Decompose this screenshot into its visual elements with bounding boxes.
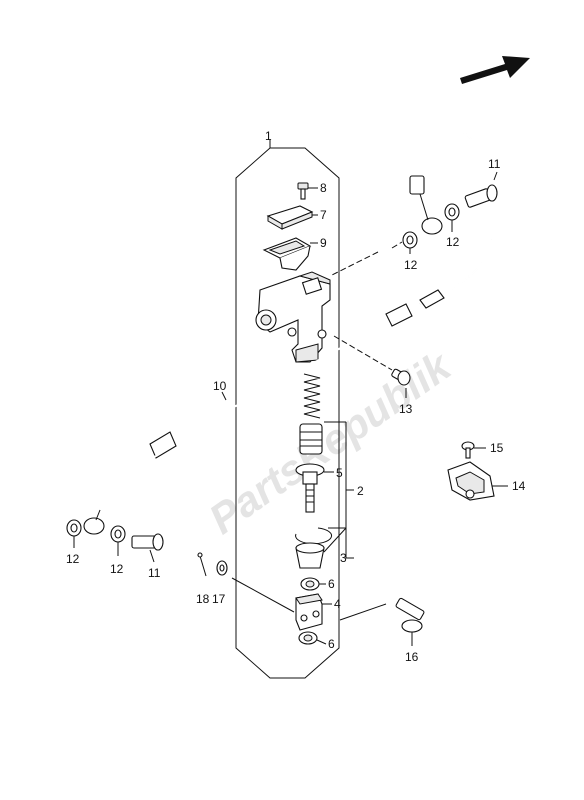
part-washer-12a [402,231,418,254]
part-piston [299,423,323,455]
callout-16: 16 [405,650,419,664]
guide-lines [231,241,403,621]
direction-arrow-icon [460,56,530,84]
part-nut-6a [300,577,326,591]
callout-5: 5 [336,466,343,480]
part-clevis-pin-16 [395,597,425,646]
callout-13: 13 [399,402,413,416]
callout-7: 7 [320,208,327,222]
part-clevis-4 [295,593,332,631]
callout-10: 10 [213,379,227,393]
callout-12d: 12 [110,562,124,576]
watermark-text: PartsRepublik [200,341,460,543]
part2-bracket [323,421,354,559]
callout-12b: 12 [446,235,460,249]
part-boot-3 [295,542,325,569]
part-diaphragm-9 [262,237,318,271]
callout-14: 14 [512,479,526,493]
callout-12a: 12 [404,258,418,272]
callout-6a: 6 [328,577,335,591]
part-hose-10 [83,126,494,535]
callout-3: 3 [340,551,347,565]
part-bolt-13 [391,368,411,398]
callout-15: 15 [490,441,504,455]
part-master-cylinder-body [255,271,331,363]
part-banjo-bolt-11b [131,533,164,563]
part-circlip [295,527,333,545]
callout-8: 8 [320,181,327,195]
part-cap-7 [266,205,318,230]
callout-labels: 1 2 3 4 5 6 6 7 8 9 10 11 11 12 12 12 12… [66,129,526,664]
part-pushrod-5 [295,463,334,513]
callout-17: 17 [212,592,226,606]
part-washer-12c [66,519,82,548]
part-cotter-pin-18 [197,552,207,577]
callout-2: 2 [357,484,364,498]
part-nut-6b [298,631,327,645]
part-bracket-14 [447,461,508,501]
callout-18: 18 [196,592,210,606]
part-washer-17 [216,560,228,576]
callout-9: 9 [320,236,327,250]
part-washer-12b [444,203,460,232]
callout-1: 1 [265,129,272,143]
assembly-outline [235,140,340,679]
callout-11a: 11 [488,157,501,171]
part-banjo-bolt-11a [464,171,498,208]
part-screw-8 [297,182,318,200]
part-spring [303,373,321,419]
callout-11b: 11 [148,566,161,580]
callout-6b: 6 [328,637,335,651]
part-washer-12d [110,525,126,556]
part-screw-15 [461,441,486,459]
callout-4: 4 [334,597,341,611]
callout-12c: 12 [66,552,80,566]
